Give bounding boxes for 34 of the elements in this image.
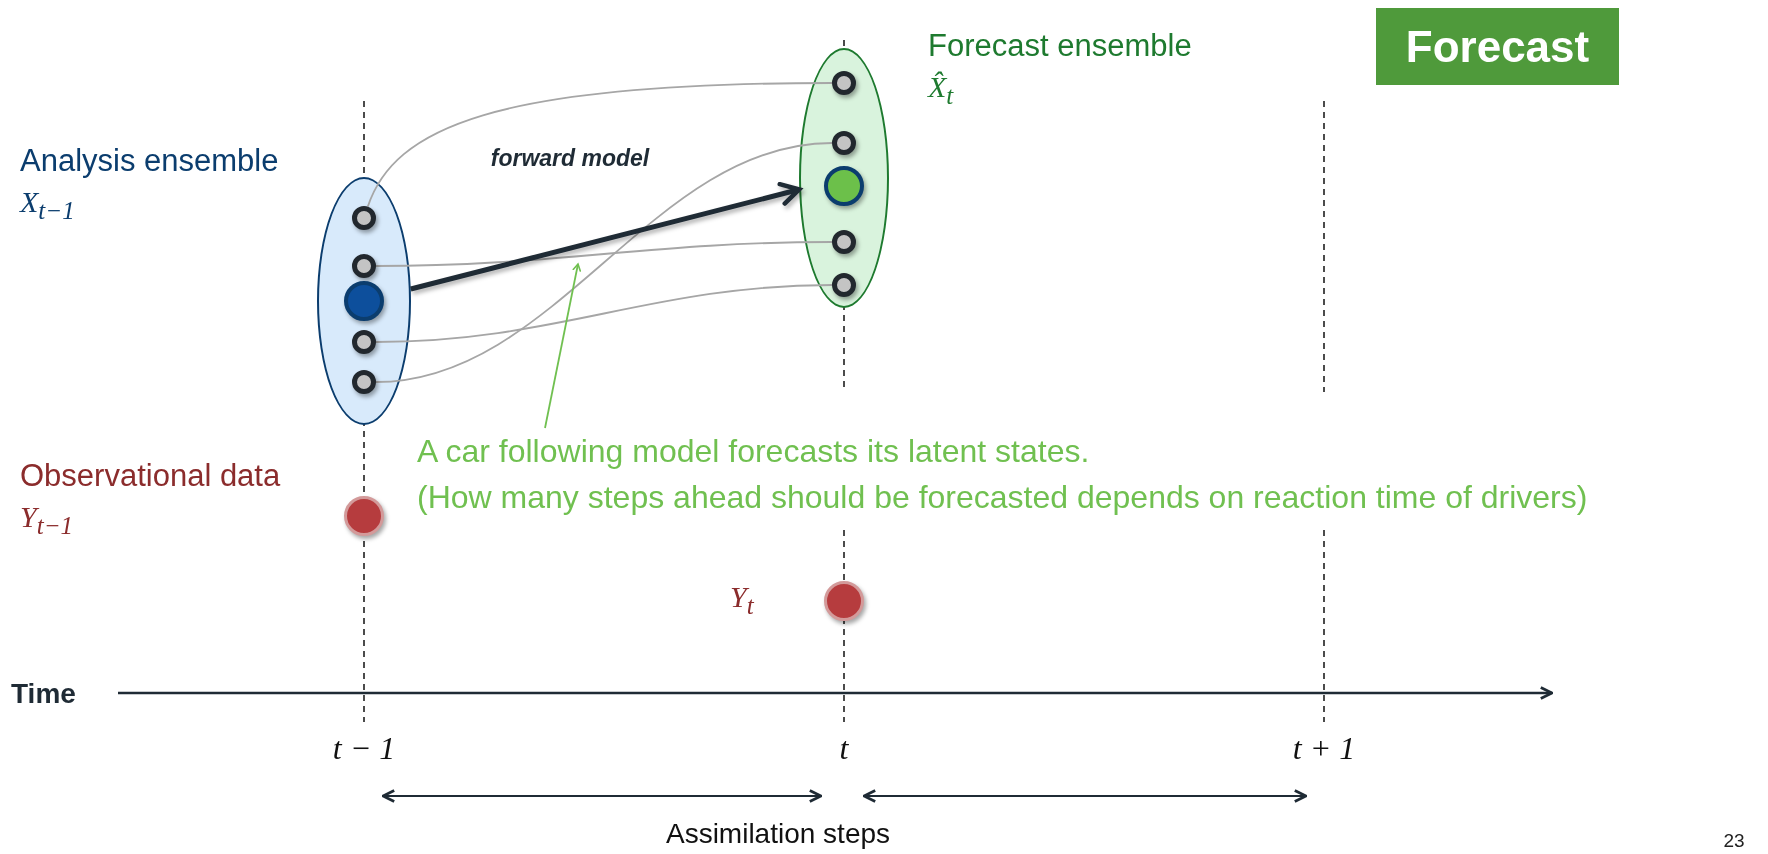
ensemble-link-line [375, 142, 833, 383]
mean-circle [344, 281, 384, 321]
forecast-label: Forecast [1376, 8, 1619, 85]
edge-label: forward model [490, 144, 650, 172]
tick-label: t + 1 [1292, 730, 1356, 767]
page-number: 23 [1723, 830, 1745, 852]
annotation-text: A car following model forecasts its latent states. (How many steps ahead should be forecasted depends on reaction time of drivers) [417, 428, 1588, 521]
tick-label: t [839, 730, 849, 767]
axis-label: Time [11, 678, 76, 710]
member-circle [832, 71, 856, 95]
ensemble-link-line [375, 284, 833, 343]
member-circle [832, 131, 856, 155]
observation-label: Observational data [20, 458, 281, 494]
mean-circle [824, 166, 864, 206]
leader-arrow [544, 263, 582, 429]
member-circle [352, 370, 376, 394]
math-symbol: X$_{t−1}$ [20, 185, 75, 225]
member-circle [352, 206, 376, 230]
observation-circle [824, 581, 864, 621]
member-circle [832, 230, 856, 254]
ensemble-label: Analysis ensemble [20, 143, 279, 179]
math-symbol: Y$_{t}$ [730, 580, 754, 620]
observation-circle [344, 496, 384, 536]
math-symbol: Y$_{t−1}$ [20, 500, 73, 540]
ensemble-link-line [375, 241, 833, 267]
ensemble-link-line [366, 82, 833, 208]
member-circle [832, 273, 856, 297]
arrow [410, 181, 802, 292]
member-circle [352, 254, 376, 278]
member-circle [352, 330, 376, 354]
ensemble-label: Forecast ensemble [928, 28, 1192, 64]
math-symbol: X̂$_{t}$ [928, 70, 954, 110]
dimension-label: Assimilation steps [665, 818, 891, 850]
tick-label: t − 1 [332, 730, 396, 767]
